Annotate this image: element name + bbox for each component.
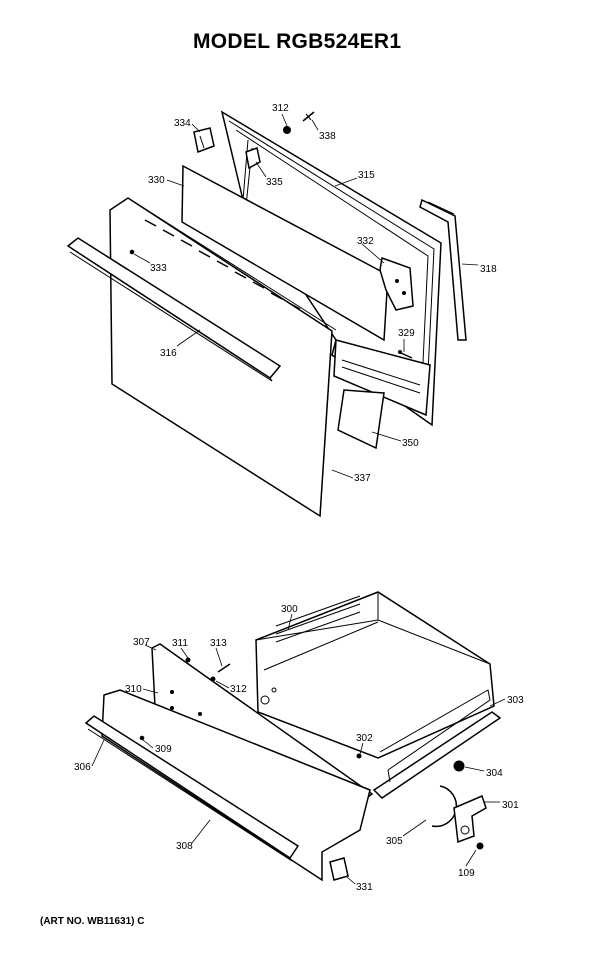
upper-door-assembly: 334 312 338 330 335 315 333 332 318 316 … (66, 103, 497, 518)
part-label-313: 313 (210, 638, 227, 649)
door-side-trim (419, 198, 467, 341)
panel-nut-312 (210, 676, 216, 682)
outer-door-panel (109, 197, 337, 518)
lower-drawer-assembly: 300 307 311 313 312 310 303 302 309 306 … (74, 591, 524, 893)
lower-leader-lines (91, 613, 506, 885)
part-label-311: 311 (172, 638, 188, 649)
part-label-310: 310 (125, 684, 142, 695)
part-label-312: 312 (272, 103, 289, 114)
part-label-332: 332 (357, 236, 374, 247)
drawer-clip (329, 857, 349, 881)
part-label-316: 316 (160, 348, 177, 359)
art-number: (ART NO. WB11631) C (40, 916, 145, 927)
door-handle (66, 237, 282, 382)
part-label-306: 306 (74, 762, 91, 773)
door-vent-slots (144, 219, 301, 310)
drawer-roller (453, 760, 465, 772)
part-label-315: 315 (358, 170, 375, 181)
handle-screw (129, 249, 135, 255)
part-label-318: 318 (480, 264, 497, 275)
panel-screw-313 (217, 663, 231, 673)
door-hinge (379, 256, 414, 311)
part-label-303: 303 (507, 695, 524, 706)
handle-screw-309 (139, 735, 145, 741)
part-label-338: 338 (319, 131, 336, 142)
upper-leader-lines (133, 113, 479, 479)
drawer-bracket (453, 794, 487, 844)
bracket-screw (476, 842, 484, 850)
drawer-body (255, 591, 495, 759)
part-label-300: 300 (281, 604, 298, 615)
drawer-front-panel (101, 689, 371, 882)
upper-insulation-panel (181, 164, 389, 342)
drawer-slide-rail (372, 689, 502, 799)
part-label-302: 302 (356, 733, 373, 744)
lower-insulation-panel (337, 389, 385, 450)
part-label-109: 109 (458, 868, 475, 879)
door-nut (283, 126, 291, 134)
door-bracket (193, 127, 215, 154)
part-label-307: 307 (133, 637, 150, 648)
door-bottom-channel (333, 339, 431, 417)
door-screw (302, 111, 315, 122)
part-label-334: 334 (174, 118, 191, 129)
drawer-screw (356, 753, 362, 759)
part-label-301: 301 (502, 800, 519, 811)
door-side-screw (398, 350, 413, 359)
drawer-handle (84, 715, 300, 862)
part-label-309: 309 (155, 744, 172, 755)
part-label-337: 337 (354, 473, 371, 484)
part-label-312b: 312 (230, 684, 247, 695)
part-label-329: 329 (398, 328, 415, 339)
part-label-330: 330 (148, 175, 165, 186)
part-label-333: 333 (150, 263, 167, 274)
part-label-350: 350 (402, 438, 419, 449)
retaining-ring (431, 785, 458, 828)
part-label-335: 335 (266, 177, 283, 188)
part-label-308: 308 (176, 841, 193, 852)
part-label-331: 331 (356, 882, 373, 893)
diagram-title: MODEL RGB524ER1 (193, 30, 402, 53)
panel-nut-311 (185, 657, 191, 663)
part-label-305: 305 (386, 836, 403, 847)
part-label-304: 304 (486, 768, 503, 779)
